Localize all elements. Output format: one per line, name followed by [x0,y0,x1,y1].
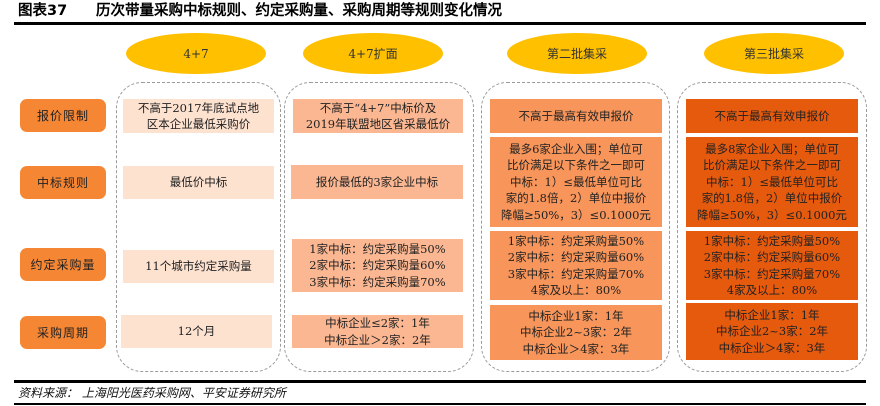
column-group-4plus7-expansion [284,82,474,372]
column-group-4plus7 [116,82,281,372]
column-group-batch-3 [677,82,867,372]
cell-4plus7-volume: 11个城市约定采购量 [123,250,274,283]
cell-batch2-volume: 1家中标：约定采购量50% 2家中标：约定采购量60% 3家中标：约定采购量70… [490,231,662,300]
cell-expansion-period: 中标企业≤2家：1年 中标企业＞2家：2年 [292,315,463,348]
cell-expansion-price-limit: 不高于“4+7”中标价及 2019年联盟地区省采最低价 [293,99,463,133]
figure-title-text: 历次带量采购中标规则、约定采购量、采购周期等规则变化情况 [96,3,502,19]
cell-batch3-period: 中标企业1家：1年 中标企业2~3家：2年 中标企业＞4家：3年 [686,303,858,360]
cell-batch2-period: 中标企业1家：1年 中标企业2~3家：2年 中标企业＞4家：3年 [490,305,662,360]
source-text: 资料来源： 上海阳光医药采购网、平安证券研究所 [18,386,286,400]
column-header-4plus7: 4+7 [126,33,266,74]
row-label-procurement-period: 采购周期 [20,316,106,349]
cell-batch2-price-limit: 不高于最高有效申报价 [490,99,662,133]
cell-batch3-volume: 1家中标：约定采购量50% 2家中标：约定采购量60% 3家中标：约定采购量70… [686,231,858,300]
cell-expansion-win-rule: 报价最低的3家企业中标 [291,165,463,199]
cell-batch2-win-rule: 最多6家企业入围；单位可 比价满足以下条件之一即可 中标：1）≤最低单位可比 家… [490,137,662,227]
cell-4plus7-win-rule: 最低价中标 [123,166,274,199]
figure-title: 图表37 历次带量采购中标规则、约定采购量、采购周期等规则变化情况 [14,0,866,25]
cell-4plus7-price-limit: 不高于2017年底试点地 区本企业最低采购价 [123,99,274,133]
row-label-agreed-volume: 约定采购量 [20,248,106,281]
figure-number: 图表37 [18,3,68,19]
row-label-price-limit: 报价限制 [20,99,106,132]
cell-expansion-volume: 1家中标：约定采购量50% 2家中标：约定采购量60% 3家中标：约定采购量70… [292,239,463,292]
column-header-batch-2: 第二批集采 [507,33,647,74]
source-footer: 资料来源： 上海阳光医药采购网、平安证券研究所 [14,380,866,405]
cell-batch3-price-limit: 不高于最高有效申报价 [686,99,858,133]
column-header-4plus7-expansion: 4+7扩面 [303,33,443,74]
cell-4plus7-period: 12个月 [121,315,272,348]
row-label-win-rule: 中标规则 [20,166,106,199]
cell-batch3-win-rule: 最多8家企业入围；单位可 比价满足以下条件之一即可 中标：1）≤最低单位可比 家… [686,137,858,227]
column-header-batch-3: 第三批集采 [704,33,844,74]
column-group-batch-2 [481,82,670,372]
